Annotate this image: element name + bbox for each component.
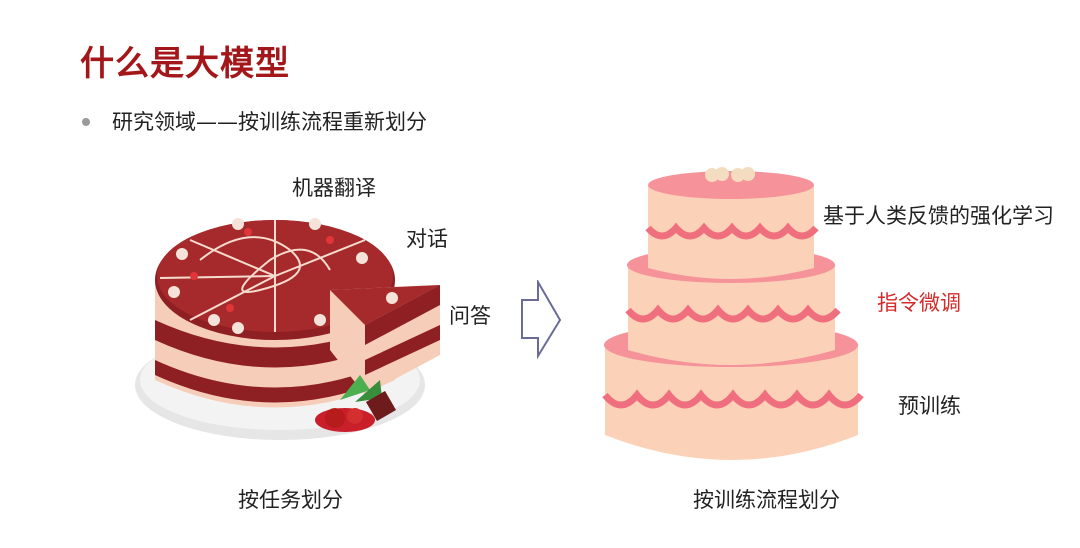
label-instruction-tuning: 指令微调: [877, 291, 961, 315]
sliced-cake-image: [135, 218, 440, 440]
label-pretraining: 预训练: [898, 394, 961, 418]
tiered-cake-image: [602, 167, 864, 460]
label-qa: 问答: [449, 304, 491, 328]
bullet-dot: [82, 118, 90, 126]
caption-by-task: 按任务划分: [238, 488, 343, 512]
caption-by-training-process: 按训练流程划分: [693, 488, 840, 512]
right-arrow-icon: [521, 280, 562, 360]
label-rlhf: 基于人类反馈的强化学习: [823, 204, 1054, 228]
label-dialogue: 对话: [406, 227, 448, 251]
slide-title: 什么是大模型: [80, 44, 290, 84]
slide-subtitle: 研究领域——按训练流程重新划分: [112, 110, 427, 134]
label-machine-translation: 机器翻译: [292, 176, 376, 200]
